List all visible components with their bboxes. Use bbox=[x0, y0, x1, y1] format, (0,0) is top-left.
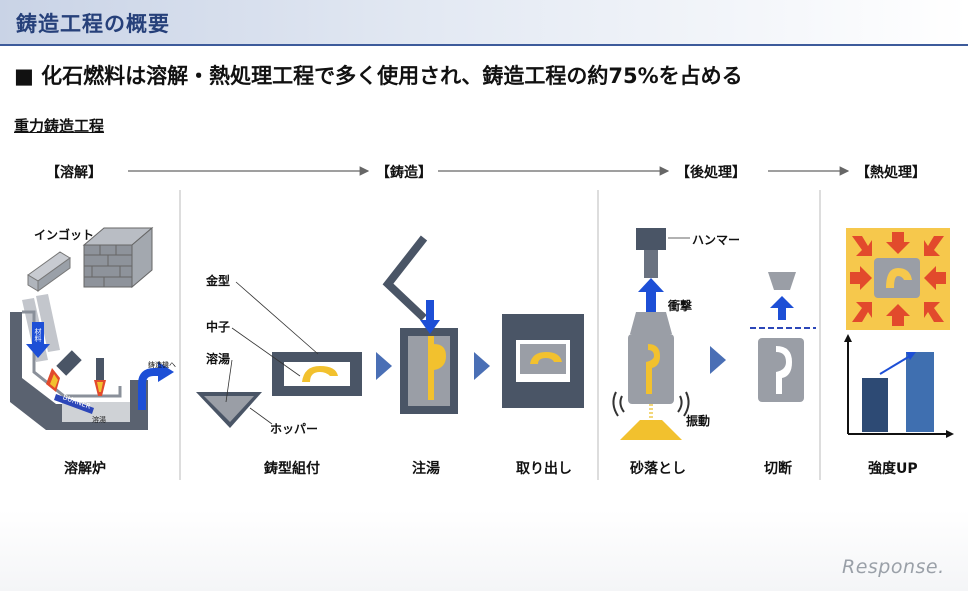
vibration-label: 振動 bbox=[686, 414, 711, 428]
title-underline bbox=[0, 44, 968, 46]
strength-bar-chart-icon bbox=[844, 334, 954, 438]
mold-label: 金型 bbox=[206, 274, 231, 288]
step-label-take-out: 取り出し bbox=[516, 461, 572, 477]
impact-label: 衝撃 bbox=[668, 299, 693, 313]
hammer-label: ハンマー bbox=[692, 233, 741, 247]
ingot-stack-icon bbox=[82, 226, 154, 289]
cutting-icon bbox=[750, 272, 816, 402]
slide-title: 鋳造工程の概要 bbox=[16, 12, 170, 36]
flow-chevron bbox=[710, 346, 726, 374]
take-out-icon bbox=[502, 314, 584, 408]
hopper-icon bbox=[196, 392, 262, 428]
ingot-icon bbox=[27, 251, 71, 292]
furnace-material-label: 材料 bbox=[34, 328, 42, 342]
headline: ■ 化石燃料は溶解・熱処理工程で多く使用され、鋳造工程の約75%を占める bbox=[14, 64, 743, 88]
shakeout-icon bbox=[612, 312, 690, 440]
step-label-cutting: 切断 bbox=[764, 461, 792, 477]
core-label: 中子 bbox=[206, 320, 231, 334]
title-bar: 鋳造工程の概要 bbox=[0, 0, 968, 44]
hopper-label: ホッパー bbox=[270, 422, 319, 436]
ingot-label: インゴット bbox=[34, 228, 95, 242]
step-label-melting-furnace: 溶解炉 bbox=[64, 461, 106, 477]
stage-casting: 【鋳造】 bbox=[376, 165, 432, 181]
mold-assembly-icon bbox=[272, 352, 362, 396]
heat-treatment-icon bbox=[846, 228, 950, 330]
step-label-strength-up: 強度UP bbox=[868, 461, 918, 477]
step-label-pouring: 注湯 bbox=[412, 461, 440, 477]
step-label-mold-assembly: 鋳型組付 bbox=[264, 461, 320, 477]
molten-metal-label: 溶湯 bbox=[206, 352, 231, 366]
stage-post-processing: 【後処理】 bbox=[676, 165, 746, 181]
pouring-icon bbox=[382, 235, 458, 414]
flow-chevron bbox=[376, 352, 392, 380]
section-title: 重力鋳造工程 bbox=[14, 117, 105, 135]
flow-chevron bbox=[474, 352, 490, 380]
furnace-melt-label: 溶湯 bbox=[92, 416, 106, 424]
step-label-shakeout: 砂落とし bbox=[630, 461, 686, 477]
stage-heat-treatment: 【熱処理】 bbox=[856, 165, 926, 181]
stage-melting: 【溶解】 bbox=[46, 165, 102, 181]
hammer-icon bbox=[636, 228, 666, 278]
bottom-fade bbox=[0, 510, 968, 591]
watermark-logo: Response. bbox=[842, 556, 945, 578]
furnace-to-caster-label: 鋳造機へ bbox=[148, 361, 176, 369]
furnace-icon bbox=[10, 294, 174, 430]
